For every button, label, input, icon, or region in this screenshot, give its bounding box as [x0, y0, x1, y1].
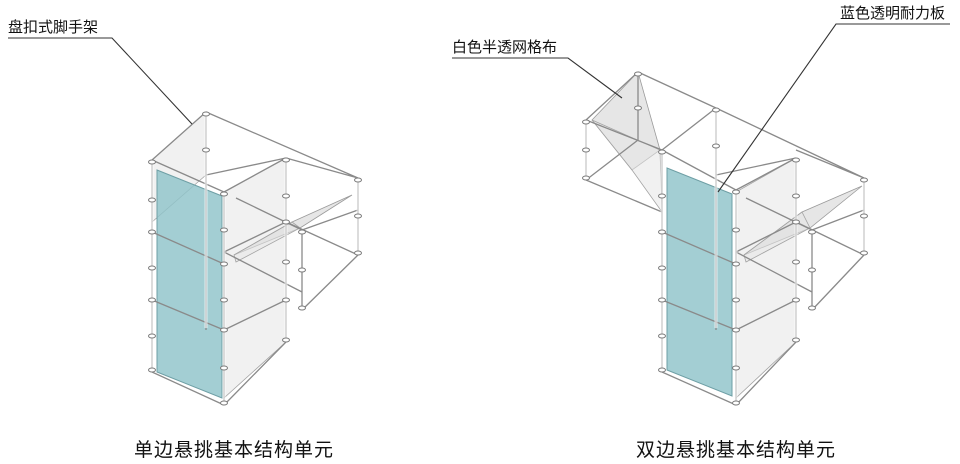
double-cantilever-unit [582, 71, 868, 406]
scaffold-callout-label: 盘扣式脚手架 [8, 18, 98, 36]
panel-leader-line [717, 23, 950, 193]
blue-panel [666, 167, 733, 397]
blue-panel [156, 169, 223, 399]
double-unit-caption: 双边悬挑基本结构单元 [636, 439, 836, 461]
scaffold-nodes [582, 71, 868, 406]
mesh-leader-line [452, 57, 623, 99]
mesh-panel-cantilever-lower [743, 211, 811, 263]
mesh-panel-side [735, 157, 797, 399]
mesh-panel-side [223, 157, 287, 399]
single-cantilever-unit [148, 111, 362, 406]
mesh-callout-label: 白色半透网格布 [452, 39, 557, 56]
scaffold-nodes [148, 111, 362, 406]
single-unit-caption: 单边悬挑基本结构单元 [134, 439, 334, 461]
scaffold-leader-line [8, 37, 193, 125]
panel-callout-label: 蓝色透明耐力板 [840, 4, 945, 22]
